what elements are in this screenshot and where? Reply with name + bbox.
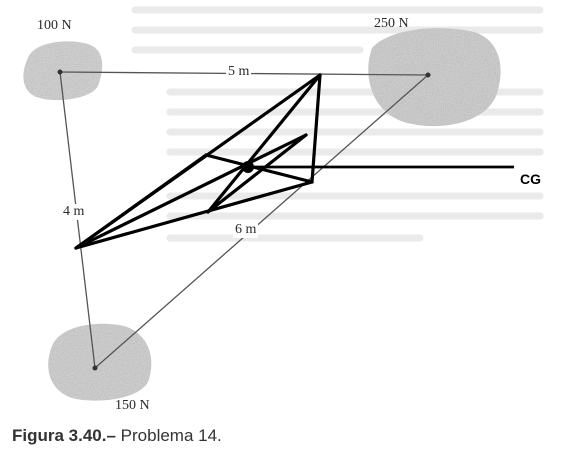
line-diagonal-6m bbox=[94, 74, 429, 369]
center-dot-top-right bbox=[425, 72, 431, 78]
stone-top-right bbox=[368, 28, 501, 127]
distance-label-top: 5 m bbox=[226, 64, 252, 80]
line-left-4m bbox=[59, 71, 96, 369]
distance-label-diagonal: 6 m bbox=[233, 222, 259, 238]
weight-label-top-left: 100 N bbox=[37, 18, 72, 33]
figure-caption: Figura 3.40.– Problema 14. bbox=[12, 426, 222, 446]
distance-label-left: 4 m bbox=[61, 204, 87, 220]
background-text-lines bbox=[131, 6, 544, 242]
construction-lines bbox=[74, 73, 322, 250]
weight-label-top-right: 250 N bbox=[374, 16, 409, 31]
caption-text: Problema 14. bbox=[115, 426, 222, 445]
caption-number: Figura 3.40.– bbox=[12, 426, 116, 445]
stone-top-left bbox=[23, 41, 103, 101]
stone-bottom bbox=[48, 323, 152, 401]
stone-centers bbox=[57, 69, 431, 371]
weight-label-bottom: 150 N bbox=[115, 398, 150, 413]
cg-label: CG bbox=[520, 171, 541, 187]
center-dot-bottom bbox=[92, 365, 98, 371]
center-dot-top-left bbox=[57, 69, 63, 75]
